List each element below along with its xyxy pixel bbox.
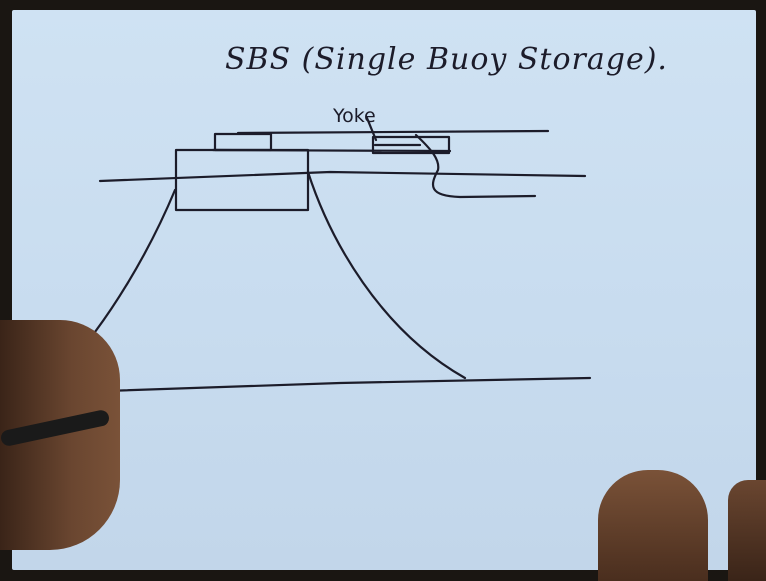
- yoke-leader-line: [367, 118, 376, 140]
- riser-hose-line: [416, 135, 535, 197]
- buoy-hull-box: [176, 150, 308, 210]
- seabed-line: [105, 378, 590, 391]
- right-hand-finger: [728, 480, 766, 581]
- water-surface-line: [100, 172, 585, 181]
- mooring-leg-right: [308, 172, 465, 378]
- deck-line: [238, 131, 548, 133]
- right-hand-thumb: [598, 470, 708, 581]
- deck-house-box: [215, 134, 271, 150]
